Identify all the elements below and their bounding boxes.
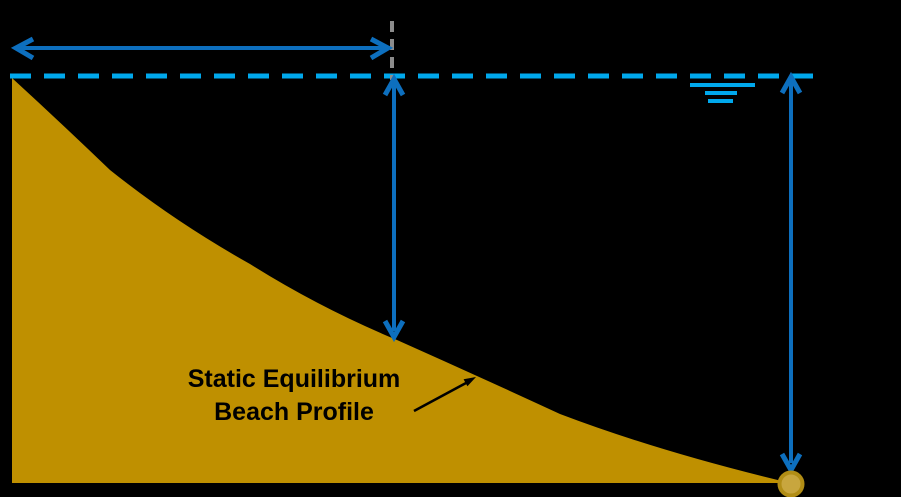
local-depth-arrow-up-head [382,73,406,97]
annotation-arrow-shaft [413,381,467,413]
beach-profile-shape [12,78,790,483]
closure-depth-arrow-up-head [779,71,803,95]
profile-label-line2: Beach Profile [214,398,374,426]
annotation-arrow [413,377,476,413]
horizontal-arrow-left-head [10,36,35,61]
profile-label-line1: Static Equilibrium [187,365,401,393]
closure-depth-double-arrow [779,71,803,476]
annotation-arrow-head [463,377,476,387]
horizontal-double-arrow [10,36,394,61]
water-surface-icon [690,83,755,103]
closure-depth-dot [777,470,805,497]
profile-label: Static Equilibrium Beach Profile [148,363,440,429]
closure-depth-arrow-down-head [779,452,803,476]
local-depth-arrow-down-head [382,319,406,343]
horizontal-arrow-right-head [369,36,394,61]
local-depth-double-arrow [382,73,406,343]
